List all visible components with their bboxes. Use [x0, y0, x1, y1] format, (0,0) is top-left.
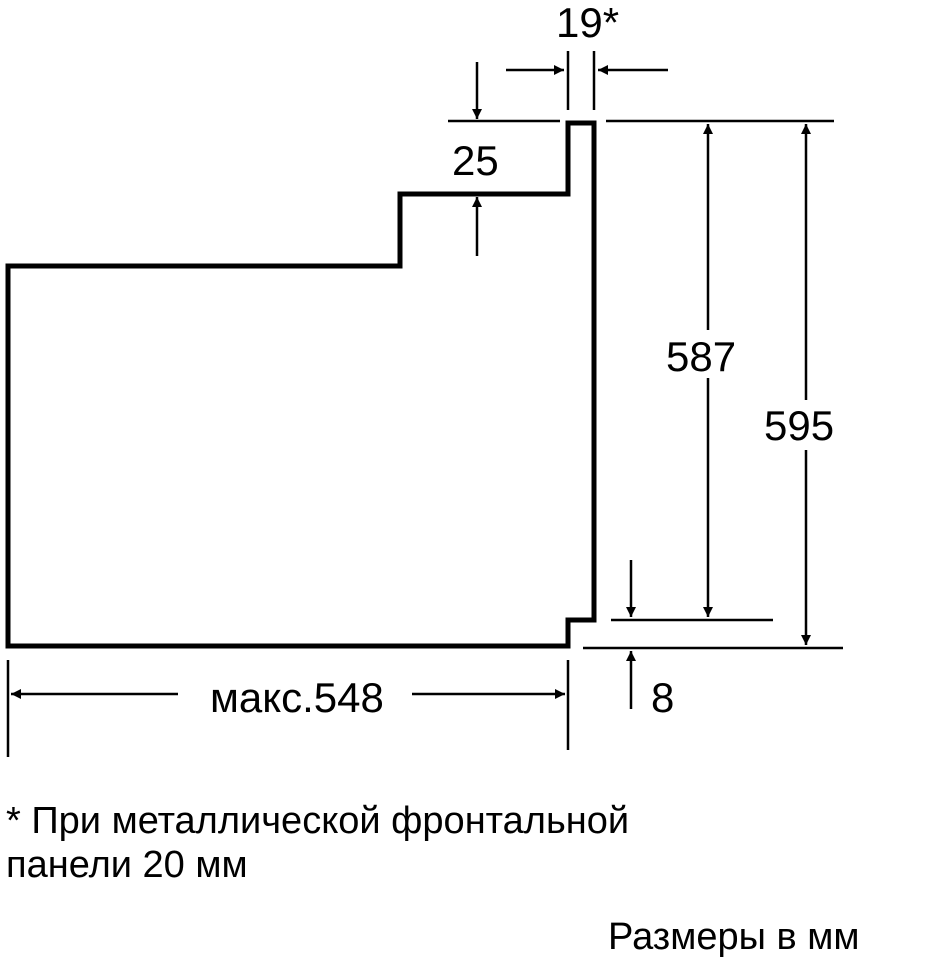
dim-bottom-offset: 8 — [651, 674, 675, 721]
footnote-line-2: панели 20 мм — [6, 844, 248, 886]
footnote-line-1: * При металлической фронтальной — [6, 800, 630, 842]
dim-inner-height: 587 — [666, 333, 737, 380]
dim-max-depth: макс.548 — [210, 674, 384, 721]
dimension-arrows — [11, 62, 811, 709]
dim-front-panel-thickness: 19* — [556, 0, 620, 46]
dim-total-height: 595 — [764, 402, 835, 449]
extension-lines — [6, 51, 843, 757]
oven-body-outline — [5, 120, 597, 649]
units-note: Размеры в мм — [608, 916, 860, 958]
dim-top-step: 25 — [452, 137, 499, 184]
